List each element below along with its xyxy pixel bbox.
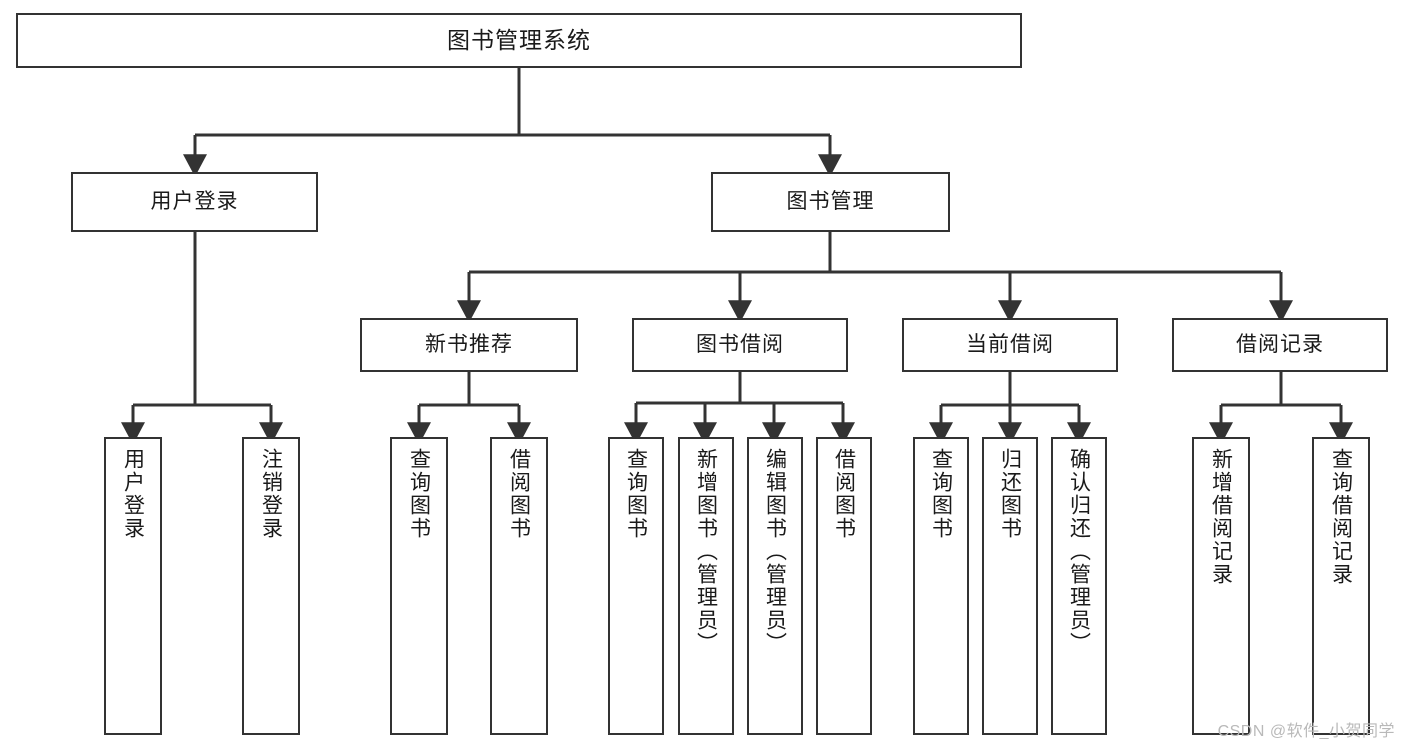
node-current-borrow[interactable]: 当前借阅 — [902, 318, 1118, 372]
node-leaf-borrow-book-new[interactable]: 借阅图书 — [490, 437, 548, 735]
node-leaf-add-book-admin[interactable]: 新增图书（管理员） — [678, 437, 734, 735]
node-leaf-query-book-new[interactable]: 查询图书 — [390, 437, 448, 735]
node-leaf-add-borrow-record[interactable]: 新增借阅记录 — [1192, 437, 1250, 735]
node-label: 查询图书 — [407, 448, 431, 540]
node-leaf-query-book-current[interactable]: 查询图书 — [913, 437, 969, 735]
node-label: 新书推荐 — [425, 332, 513, 356]
node-label: 查询借阅记录 — [1329, 448, 1353, 586]
node-label: 当前借阅 — [966, 332, 1054, 356]
watermark-text: CSDN @软件_小贺同学 — [1217, 723, 1395, 740]
node-leaf-return-book[interactable]: 归还图书 — [982, 437, 1038, 735]
node-book-borrow[interactable]: 图书借阅 — [632, 318, 848, 372]
node-label: 查询图书 — [929, 448, 953, 540]
node-label: 借阅记录 — [1236, 332, 1324, 356]
node-label: 注销登录 — [259, 448, 283, 540]
node-label: 新增借阅记录 — [1209, 448, 1233, 586]
node-label: 归还图书 — [998, 448, 1022, 540]
node-label: 查询图书 — [624, 448, 648, 540]
node-label: 图书管理系统 — [447, 26, 591, 53]
node-label: 编辑图书（管理员） — [763, 448, 787, 655]
node-label: 用户登录 — [121, 448, 145, 540]
node-leaf-query-borrow-record[interactable]: 查询借阅记录 — [1312, 437, 1370, 735]
node-label: 借阅图书 — [832, 448, 856, 540]
node-label: 借阅图书 — [507, 448, 531, 540]
node-user-login[interactable]: 用户登录 — [71, 172, 318, 232]
node-leaf-borrow-book[interactable]: 借阅图书 — [816, 437, 872, 735]
node-leaf-query-book-borrow[interactable]: 查询图书 — [608, 437, 664, 735]
node-label: 新增图书（管理员） — [694, 448, 718, 655]
node-leaf-user-login[interactable]: 用户登录 — [104, 437, 162, 735]
node-label: 图书管理 — [786, 189, 875, 213]
node-leaf-confirm-return-admin[interactable]: 确认归还（管理员） — [1051, 437, 1107, 735]
node-label: 图书借阅 — [696, 332, 784, 356]
node-borrow-record[interactable]: 借阅记录 — [1172, 318, 1388, 372]
node-label: 用户登录 — [150, 189, 239, 213]
node-new-book-recommend[interactable]: 新书推荐 — [360, 318, 578, 372]
node-book-management[interactable]: 图书管理 — [711, 172, 950, 232]
node-label: 确认归还（管理员） — [1067, 448, 1091, 655]
node-leaf-edit-book-admin[interactable]: 编辑图书（管理员） — [747, 437, 803, 735]
node-root-system[interactable]: 图书管理系统 — [16, 13, 1022, 68]
node-leaf-logout[interactable]: 注销登录 — [242, 437, 300, 735]
